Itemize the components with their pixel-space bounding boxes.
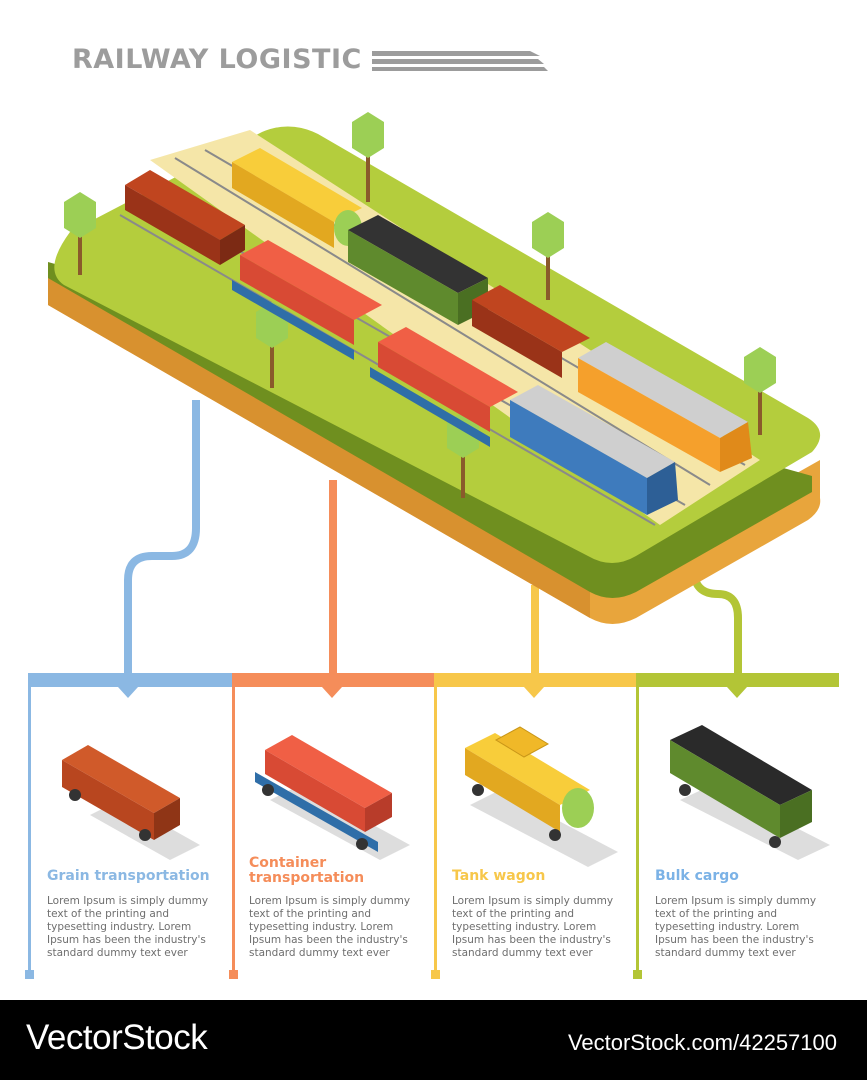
grain-wagon-illustration (62, 745, 200, 860)
container-description: Lorem Ipsum is simply dummy text of the … (249, 895, 411, 959)
bulk-description: Lorem Ipsum is simply dummy text of the … (655, 895, 817, 959)
trees (64, 112, 776, 498)
page-title: RAILWAY LOGISTIC (72, 44, 362, 75)
platform-blue-locomotive (510, 385, 678, 515)
infographic: RAILWAY LOGISTIC (25, 44, 839, 979)
brand-logo: VectorStock (26, 1018, 208, 1057)
watermark-footer: VectorStock VectorStock.com/42257100 (0, 1000, 867, 1080)
bulk-wagon-illustration (670, 725, 830, 860)
tank-title: Tank wagon (452, 868, 546, 884)
platform-hopper-wagon-2 (472, 285, 590, 378)
container-title: Container transportation (249, 855, 365, 886)
tank-description: Lorem Ipsum is simply dummy text of the … (452, 895, 614, 959)
bulk-title: Bulk cargo (655, 868, 739, 884)
title-speed-lines (372, 51, 548, 71)
platform-orange-locomotive (578, 342, 752, 472)
image-reference: VectorStock.com/42257100 (567, 1030, 837, 1055)
category-bars (25, 673, 839, 979)
platform-trains (125, 148, 752, 515)
container-wagon-illustration (255, 735, 410, 860)
platform-container-wagon-2 (370, 327, 518, 447)
tank-wagon-illustration (465, 726, 618, 867)
platform-hopper-wagon (125, 170, 245, 265)
illustration (25, 51, 839, 979)
grain-title: Grain transportation (47, 868, 210, 884)
platform-container-wagon-1 (232, 240, 382, 360)
grain-description: Lorem Ipsum is simply dummy text of the … (47, 895, 209, 959)
